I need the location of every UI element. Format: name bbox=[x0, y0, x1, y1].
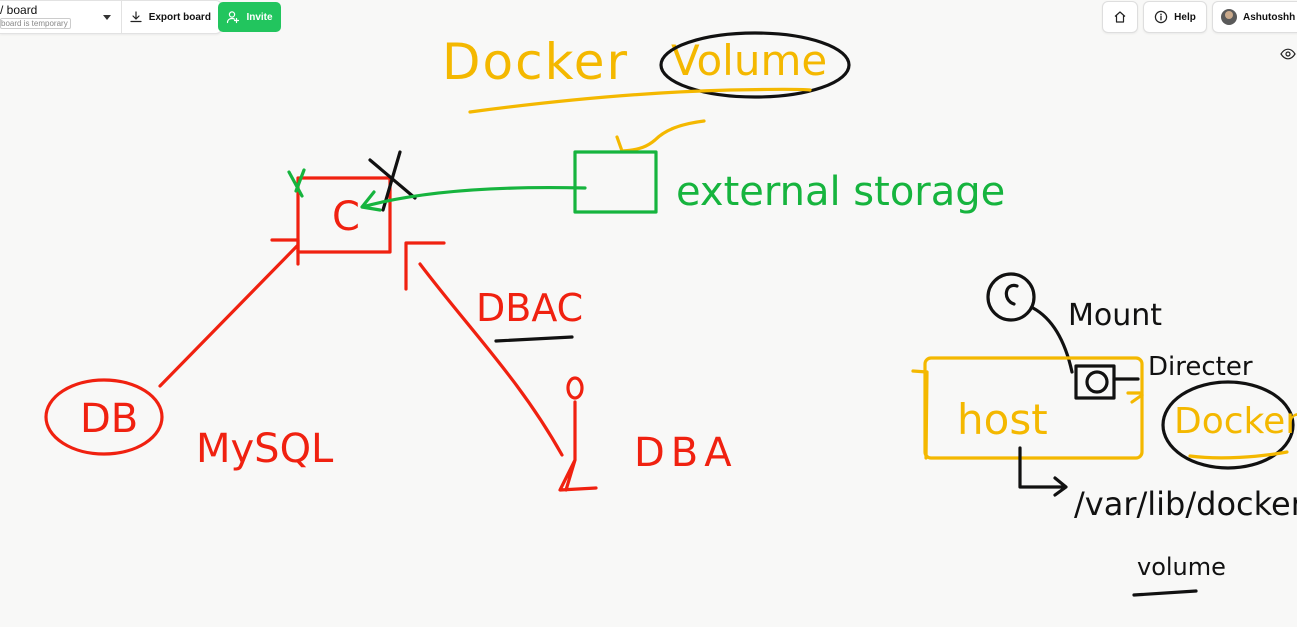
dbac-label: DBAC bbox=[476, 286, 583, 330]
host-label: host bbox=[957, 395, 1048, 444]
board-name[interactable]: / board board is temporary bbox=[0, 1, 77, 33]
host-to-docker-arrow bbox=[1126, 391, 1144, 404]
home-button[interactable] bbox=[1102, 1, 1138, 33]
dba-to-container-arrow bbox=[404, 241, 564, 457]
download-icon bbox=[130, 11, 142, 23]
volume-title-text: Volume bbox=[671, 36, 827, 85]
db-label: DB bbox=[80, 396, 138, 442]
volume-word-label: volume bbox=[1137, 553, 1226, 581]
mysql-label: MySQL bbox=[196, 426, 334, 472]
mount-connector bbox=[1031, 306, 1074, 374]
docker-circle bbox=[1161, 380, 1295, 470]
directory-circle bbox=[1085, 370, 1109, 394]
external-storage-box bbox=[573, 150, 658, 214]
person-head bbox=[566, 376, 584, 400]
docker-title-text: Docker bbox=[442, 33, 629, 91]
volume-pointer bbox=[615, 119, 706, 153]
home-icon bbox=[1114, 11, 1126, 23]
avatar bbox=[1221, 9, 1237, 25]
invite-button[interactable]: Invite bbox=[218, 2, 281, 32]
board-temporary-note: board is temporary bbox=[0, 18, 71, 29]
directory-box bbox=[1074, 364, 1116, 400]
export-board-button[interactable]: Export board bbox=[122, 1, 221, 33]
volume-circle bbox=[659, 31, 851, 99]
user-menu-button[interactable]: Ashutoshh Si bbox=[1212, 1, 1297, 33]
container-box bbox=[296, 176, 392, 254]
db-circle bbox=[44, 378, 164, 456]
invite-label: Invite bbox=[246, 11, 273, 23]
green-tick bbox=[287, 168, 306, 198]
export-board-label: Export board bbox=[148, 11, 211, 23]
docker-underline bbox=[1188, 450, 1289, 460]
path-pointer bbox=[1018, 446, 1068, 497]
board-toolbar: / board board is temporary Export board bbox=[0, 0, 222, 34]
user-name: Ashutoshh Si bbox=[1243, 11, 1297, 23]
dba-label: DBA bbox=[634, 430, 738, 476]
dbac-underline bbox=[494, 335, 574, 343]
add-user-icon bbox=[227, 11, 240, 24]
volume-word-underline bbox=[1132, 589, 1198, 597]
info-icon bbox=[1154, 10, 1168, 24]
container-label: C bbox=[332, 194, 360, 240]
storage-link-arrow bbox=[360, 185, 587, 212]
help-button[interactable]: Help bbox=[1143, 1, 1207, 33]
chevron-down-icon bbox=[102, 14, 111, 20]
board-menu-toggle[interactable] bbox=[99, 1, 115, 33]
eye-icon[interactable] bbox=[1280, 48, 1296, 60]
toolbar-divider bbox=[120, 1, 122, 33]
docker-label: Docker bbox=[1174, 401, 1297, 442]
db-to-container-arrow bbox=[158, 238, 300, 388]
external-storage-label: external storage bbox=[676, 169, 1005, 215]
title-underline bbox=[468, 87, 812, 114]
path-label: /var/lib/docker/ bbox=[1074, 485, 1297, 523]
container-circle-c bbox=[1004, 283, 1019, 306]
mount-label: Mount bbox=[1068, 298, 1162, 333]
host-left-edge bbox=[911, 369, 929, 460]
container-circle bbox=[986, 272, 1036, 322]
person-body bbox=[558, 400, 598, 492]
directory-label: Directer bbox=[1148, 352, 1253, 382]
board-title[interactable]: / board bbox=[0, 3, 38, 17]
help-label: Help bbox=[1174, 11, 1196, 23]
